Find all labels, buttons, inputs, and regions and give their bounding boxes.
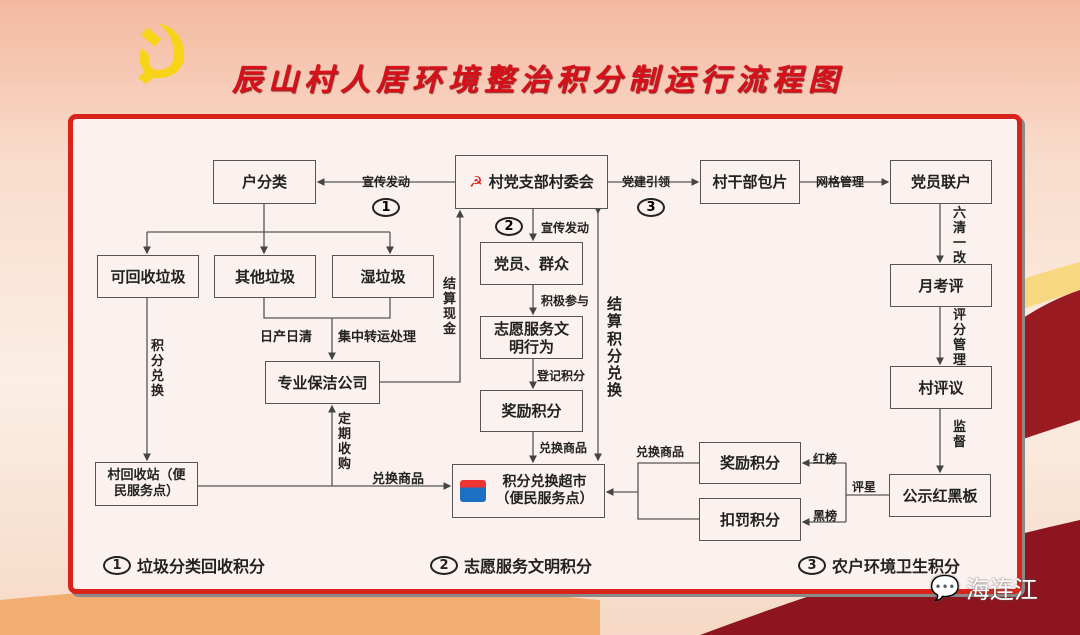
box-members-masses: 党员、群众 (480, 242, 583, 285)
box-member-household: 党员联户 (890, 160, 992, 204)
page-title: 辰山村人居环境整治积分制运行流程图 (232, 63, 844, 98)
label-central-transfer: 集中转运处理 (338, 330, 417, 345)
label-supervise: 监督 (953, 420, 967, 450)
legend-item-1: 1 垃圾分类回收积分 (103, 553, 265, 577)
label-exchange-goods-mid: 兑换商品 (539, 441, 588, 455)
box-recycle-station: 村回收站（便民服务点） (95, 462, 198, 506)
label-publicize: 宣传发动 (362, 175, 411, 189)
legend-text: 农户环境卫生积分 (832, 557, 961, 576)
box-label: 积分兑换超市（便民服务点） (495, 474, 594, 507)
box-monthly-eval: 月考评 (890, 264, 992, 307)
box-volunteer: 志愿服务文明行为 (480, 316, 583, 359)
party-emblem-icon (138, 23, 185, 84)
box-red-black-board: 公示红黑板 (889, 474, 991, 517)
legend-item-3: 3 农户环境卫生积分 (798, 553, 960, 577)
box-other-waste: 其他垃圾 (214, 255, 316, 298)
box-wet-waste: 湿垃圾 (332, 255, 434, 298)
wechat-icon: 💬 (930, 573, 960, 602)
box-cadre-zone: 村干部包片 (700, 160, 800, 204)
box-household-sort: 户分类 (213, 160, 316, 204)
circle-number: 2 (430, 555, 458, 575)
watermark-text: 海连江 (965, 576, 1038, 604)
label-publicize-2: 宣传发动 (541, 221, 590, 235)
label-star-rating: 评星 (852, 480, 877, 494)
watermark: 💬海连江 (930, 570, 1038, 605)
circle-number: 1 (103, 555, 131, 575)
label-periodic-purchase: 定期收购 (338, 412, 352, 472)
label-grid-mgmt: 网格管理 (816, 175, 865, 189)
box-reward-points-right: 奖励积分 (699, 442, 801, 484)
store-icon (460, 480, 486, 502)
box-points-market: 积分兑换超市（便民服务点） (452, 464, 605, 518)
circle-number-3: 3 (637, 198, 665, 217)
label-exchange-goods-left: 兑换商品 (372, 472, 425, 487)
box-label: 村党支部村委会 (488, 173, 594, 191)
label-settle-points: 结算积分兑换 (607, 295, 623, 400)
box-village-review: 村评议 (890, 366, 992, 409)
label-active-participation: 积极参与 (541, 294, 590, 308)
circle-number-2: 2 (495, 217, 523, 236)
hammer-sickle-icon: ☭ (469, 173, 483, 191)
box-party-committee: ☭ 村党支部村委会 (455, 155, 608, 209)
label-settle-cash: 结算现金 (443, 277, 457, 337)
label-party-lead: 党建引领 (622, 175, 671, 189)
legend-item-2: 2 志愿服务文明积分 (430, 553, 592, 577)
label-black-list: 黑榜 (813, 509, 838, 523)
circle-number: 3 (798, 555, 826, 575)
legend-text: 垃圾分类回收积分 (137, 557, 266, 576)
legend-text: 志愿服务文明积分 (464, 557, 593, 576)
label-points-exchange: 积分兑换 (151, 339, 165, 399)
box-penalty-points: 扣罚积分 (699, 498, 801, 541)
circle-number-1: 1 (372, 198, 400, 217)
label-register-points: 登记积分 (537, 369, 586, 383)
label-daily-clear: 日产日清 (260, 330, 313, 345)
label-scoring-mgmt: 评分管理 (953, 308, 967, 368)
label-red-list: 红榜 (813, 452, 838, 466)
label-six-clear: 六清一改 (953, 206, 967, 266)
box-reward-points-mid: 奖励积分 (480, 390, 583, 432)
label-exchange-goods-right: 兑换商品 (636, 445, 685, 459)
box-recyclable: 可回收垃圾 (97, 255, 199, 298)
box-cleaning-company: 专业保洁公司 (265, 361, 380, 404)
